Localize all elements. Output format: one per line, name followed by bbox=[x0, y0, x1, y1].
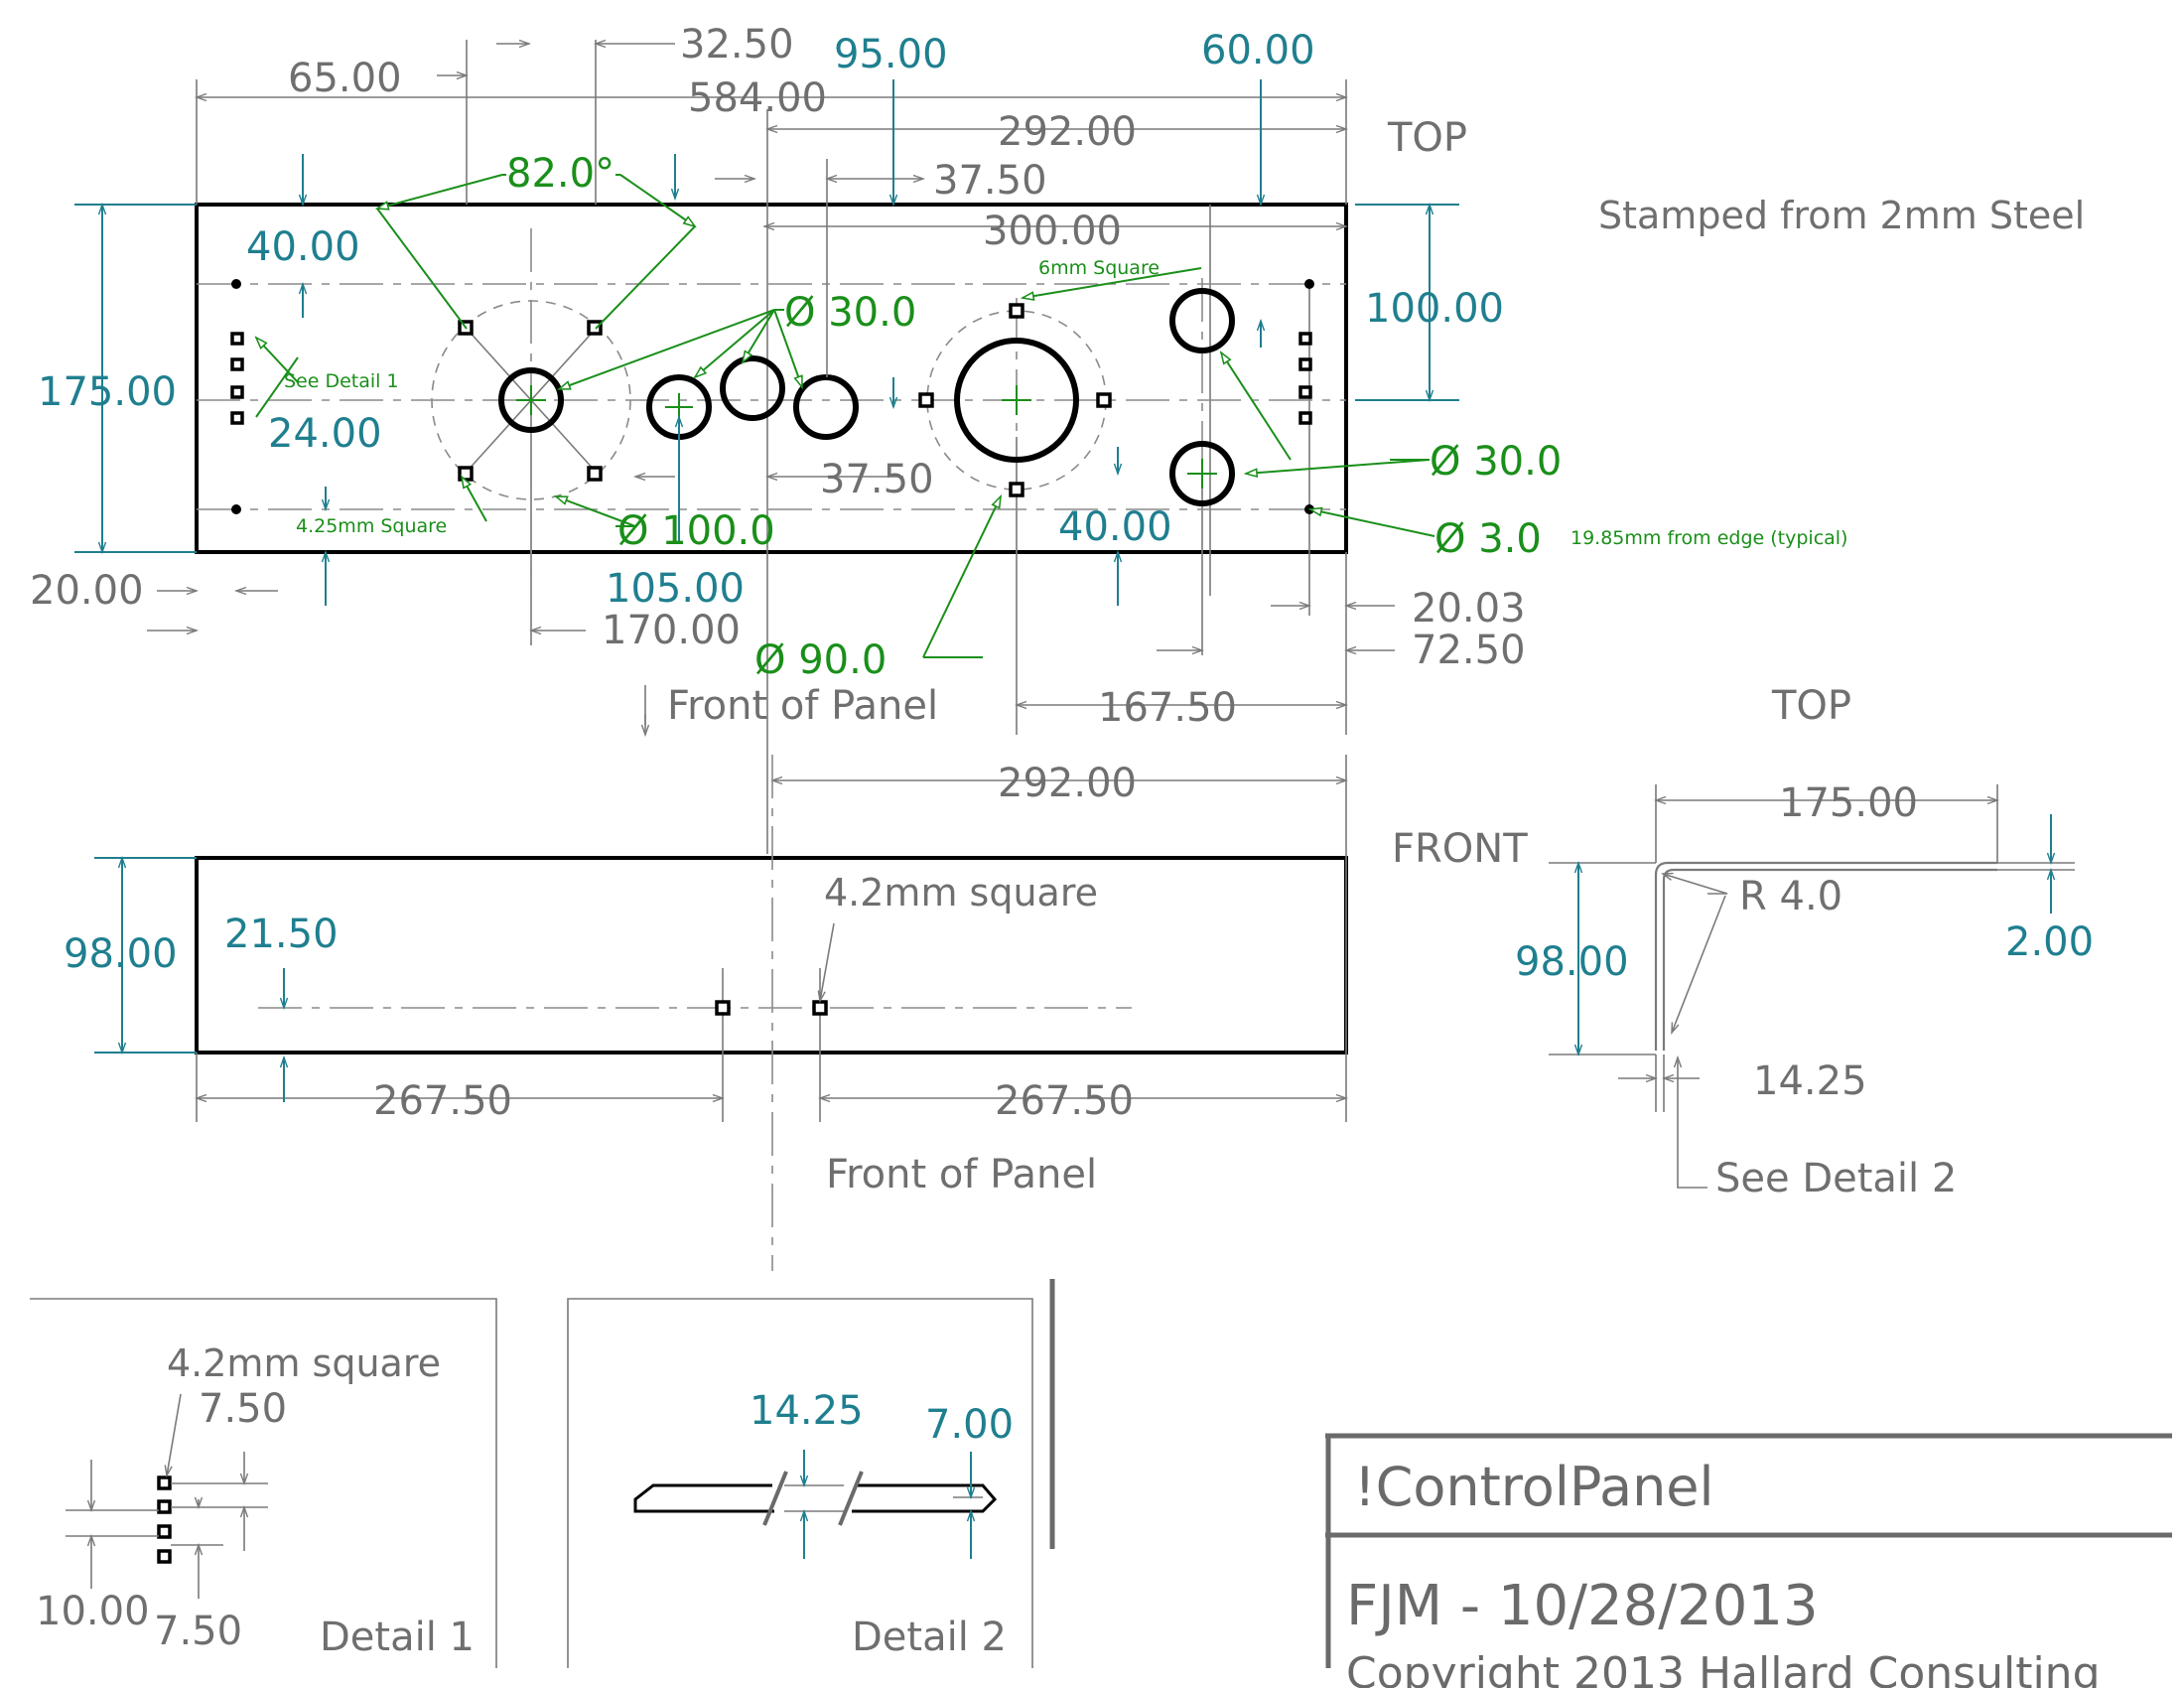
label-see-detail-1: See Detail 1 bbox=[284, 370, 399, 392]
square-hole bbox=[1096, 392, 1112, 408]
dim-2: 2.00 bbox=[2005, 919, 2094, 965]
label-top-2: TOP bbox=[1771, 683, 1851, 729]
dim-20-03: 20.03 bbox=[1412, 586, 1526, 632]
dim-37-50-top: 37.50 bbox=[933, 158, 1047, 204]
dim-95: 95.00 bbox=[834, 32, 948, 77]
dim-40-left: 40.00 bbox=[246, 224, 360, 270]
hole-large-90 bbox=[954, 338, 1079, 463]
dia-30-b: Ø 30.0 bbox=[1430, 439, 1562, 485]
side-view bbox=[1549, 784, 2075, 1189]
hole-button-4 bbox=[1169, 288, 1235, 353]
detail-2-profile bbox=[633, 1483, 998, 1513]
top-view bbox=[74, 40, 1459, 854]
dim-292-front: 292.00 bbox=[998, 761, 1137, 806]
drawing-title: !ControlPanel bbox=[1354, 1456, 1714, 1518]
material-note: Stamped from 2mm Steel bbox=[1598, 194, 2085, 237]
label-front: FRONT bbox=[1392, 826, 1528, 872]
square-hole bbox=[587, 466, 603, 482]
dim-167-50: 167.50 bbox=[1098, 685, 1237, 731]
dia-30-a: Ø 30.0 bbox=[784, 290, 916, 336]
label-top-1: TOP bbox=[1387, 115, 1467, 161]
dim-14-25-detail: 14.25 bbox=[750, 1388, 864, 1434]
label-front-of-panel-2: Front of Panel bbox=[826, 1152, 1097, 1197]
dim-60: 60.00 bbox=[1201, 28, 1315, 73]
top-panel-outline bbox=[195, 203, 1348, 554]
hole-note: 19.85mm from edge (typical) bbox=[1570, 527, 1847, 549]
angle-82: 82.0° bbox=[506, 151, 614, 197]
dim-267-50-left: 267.50 bbox=[373, 1078, 512, 1124]
dim-7: 7.00 bbox=[925, 1402, 1014, 1448]
dim-14-25-side: 14.25 bbox=[1753, 1058, 1867, 1104]
dim-20: 20.00 bbox=[30, 568, 144, 614]
radius-4: R 4.0 bbox=[1739, 874, 1843, 919]
dim-300: 300.00 bbox=[983, 209, 1122, 254]
label-see-detail-2: See Detail 2 bbox=[1715, 1156, 1957, 1201]
dim-267-50-right: 267.50 bbox=[995, 1078, 1134, 1124]
hole-button-5 bbox=[1169, 441, 1235, 506]
dim-105: 105.00 bbox=[606, 566, 745, 612]
label-detail-1: Detail 1 bbox=[320, 1615, 475, 1660]
square-hole bbox=[587, 320, 603, 336]
label-4-25mm-square: 4.25mm Square bbox=[296, 515, 447, 537]
front-panel-outline bbox=[195, 856, 1348, 1055]
square-hole bbox=[918, 392, 934, 408]
hole-button-3 bbox=[793, 374, 859, 440]
label-front-of-panel-1: Front of Panel bbox=[667, 683, 938, 729]
dia-90: Ø 90.0 bbox=[754, 637, 887, 683]
copyright: Copyright 2013 Hallard Consulting bbox=[1346, 1648, 2101, 1688]
hole-button-2 bbox=[720, 355, 785, 421]
front-view bbox=[94, 755, 1348, 1271]
dim-65: 65.00 bbox=[288, 56, 402, 101]
hole-joystick bbox=[498, 367, 564, 433]
detail-2 bbox=[567, 1279, 1055, 1668]
label-4-2mm-square-front: 4.2mm square bbox=[824, 871, 1098, 914]
detail-1 bbox=[30, 1298, 497, 1668]
dim-100: 100.00 bbox=[1365, 286, 1504, 332]
dim-175-side: 175.00 bbox=[1779, 780, 1918, 826]
title-block bbox=[1325, 1433, 2172, 1668]
dia-3: Ø 3.0 bbox=[1434, 516, 1542, 562]
dim-37-50-mid: 37.50 bbox=[820, 457, 934, 502]
label-4-2mm-square-detail: 4.2mm square bbox=[167, 1341, 441, 1385]
label-detail-2: Detail 2 bbox=[852, 1615, 1007, 1660]
dim-21-50: 21.50 bbox=[224, 912, 339, 957]
label-6mm-square: 6mm Square bbox=[1038, 257, 1160, 279]
dim-7-50-a: 7.50 bbox=[199, 1386, 287, 1432]
dim-584: 584.00 bbox=[688, 75, 827, 121]
dia-100: Ø 100.0 bbox=[617, 508, 775, 554]
square-hole bbox=[1009, 303, 1024, 319]
dim-32-50: 32.50 bbox=[680, 22, 794, 68]
dim-7-50-b: 7.50 bbox=[154, 1609, 242, 1654]
dim-40-right: 40.00 bbox=[1058, 504, 1172, 550]
dim-292-top: 292.00 bbox=[998, 109, 1137, 155]
dim-98-side: 98.00 bbox=[1515, 939, 1629, 985]
dim-175: 175.00 bbox=[38, 369, 177, 415]
bolt-circle-100 bbox=[431, 300, 631, 500]
dim-10: 10.00 bbox=[36, 1589, 150, 1634]
dim-72-50: 72.50 bbox=[1412, 628, 1526, 673]
author-date: FJM - 10/28/2013 bbox=[1346, 1574, 1819, 1638]
dim-98-front: 98.00 bbox=[64, 931, 178, 977]
dim-24: 24.00 bbox=[268, 411, 382, 457]
dim-170: 170.00 bbox=[602, 608, 741, 653]
square-hole bbox=[1009, 482, 1024, 497]
